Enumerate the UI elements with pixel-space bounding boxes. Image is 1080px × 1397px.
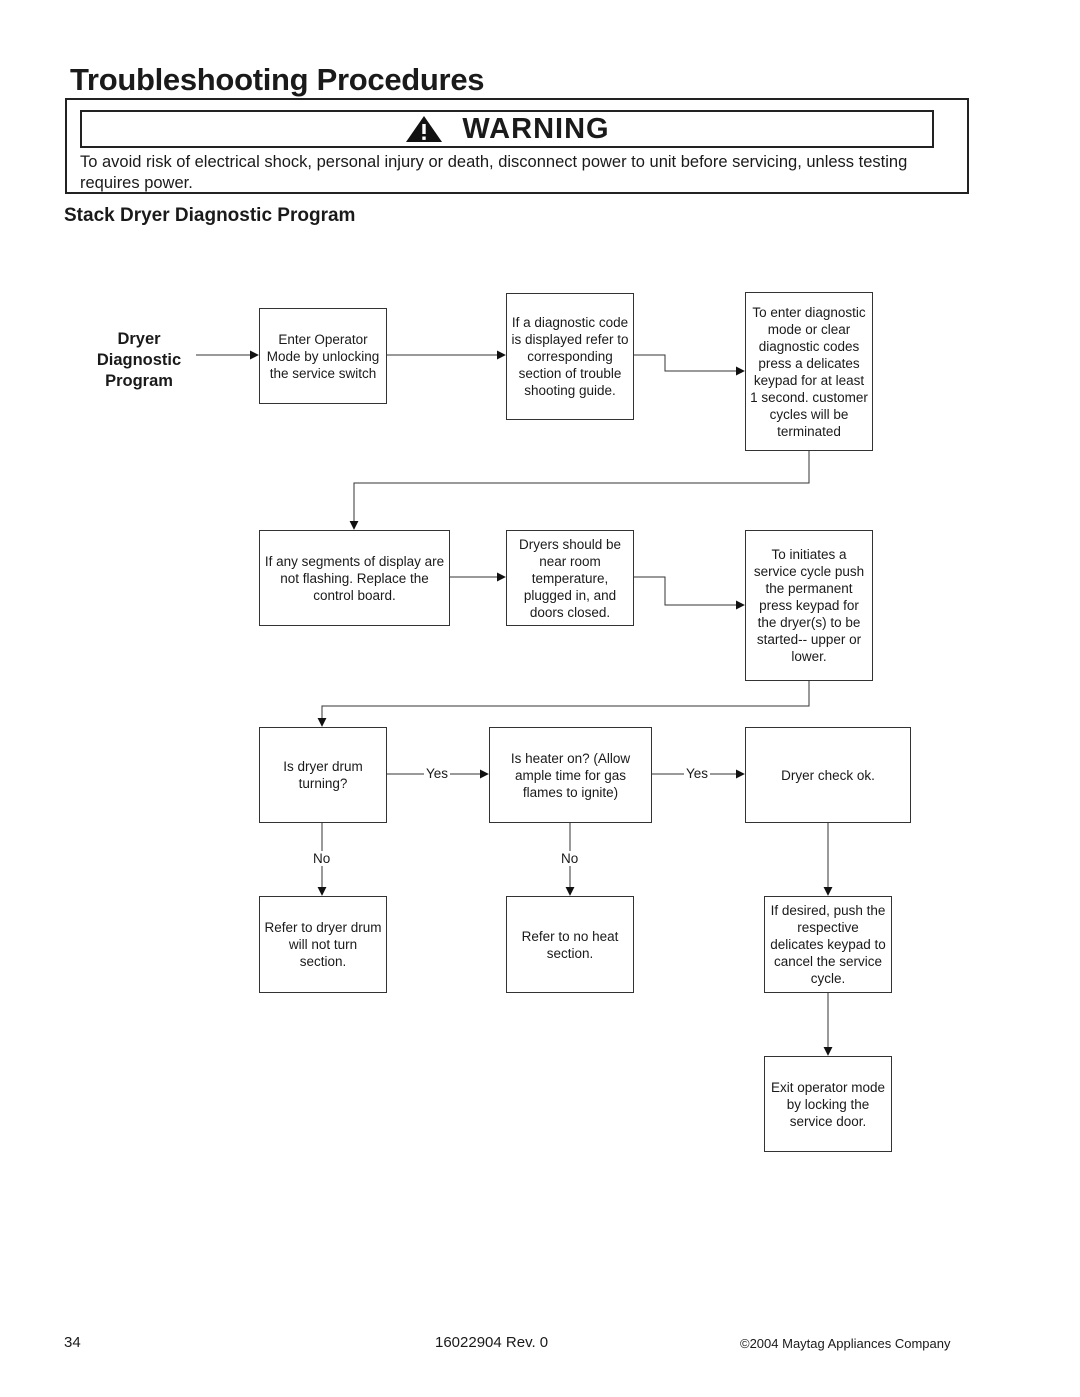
label-no-drum: No — [311, 851, 333, 866]
page-title: Troubleshooting Procedures — [70, 62, 485, 97]
box-cancel-service-cycle: If desired, push the respective delicate… — [764, 896, 892, 993]
arrow-room-to-initiate — [634, 576, 745, 610]
box-dryer-check-ok: Dryer check ok. — [745, 727, 911, 823]
warning-triangle-icon — [406, 116, 443, 142]
arrow-initiate-to-drum — [317, 681, 810, 727]
label-no-heater: No — [559, 851, 581, 866]
section-title: Stack Dryer Diagnostic Program — [64, 205, 356, 226]
box-exit-operator-mode: Exit operator mode by locking the servic… — [764, 1056, 892, 1152]
box-display-segments: If any segments of display are not flash… — [259, 530, 450, 626]
page-number: 34 — [64, 1334, 81, 1351]
warning-banner: WARNING — [80, 110, 934, 148]
box-enter-diagnostic-mode: To enter diagnostic mode or clear diagno… — [745, 292, 873, 451]
warning-text: To avoid risk of electrical shock, perso… — [80, 153, 908, 192]
label-yes-heater: Yes — [684, 766, 711, 781]
box-drum-turning: Is dryer drum turning? — [259, 727, 387, 823]
warning-panel — [65, 98, 969, 194]
box-room-temperature: Dryers should be near room temperature, … — [506, 530, 634, 626]
arrow-enter-mode-to-segments — [349, 451, 810, 530]
copyright: ©2004 Maytag Appliances Company — [740, 1336, 951, 1351]
box-diagnostic-code: If a diagnostic code is displayed refer … — [506, 293, 634, 420]
label-yes-drum: Yes — [424, 766, 451, 781]
box-drum-will-not-turn: Refer to dryer drum will not turn sectio… — [259, 896, 387, 993]
box-initiate-service-cycle: To initiates a service cycle push the pe… — [745, 530, 873, 681]
box-enter-operator-mode: Enter Operator Mode by unlocking the ser… — [259, 308, 387, 404]
flowchart-start-label: Dryer Diagnostic Program — [96, 330, 182, 390]
warning-heading: WARNING — [462, 112, 610, 145]
arrow-diagnostic-to-enter-mode — [634, 354, 745, 376]
box-heater-on: Is heater on? (Allow ample time for gas … — [489, 727, 652, 823]
box-no-heat: Refer to no heat section. — [506, 896, 634, 993]
document-number: 16022904 Rev. 0 — [435, 1334, 549, 1351]
